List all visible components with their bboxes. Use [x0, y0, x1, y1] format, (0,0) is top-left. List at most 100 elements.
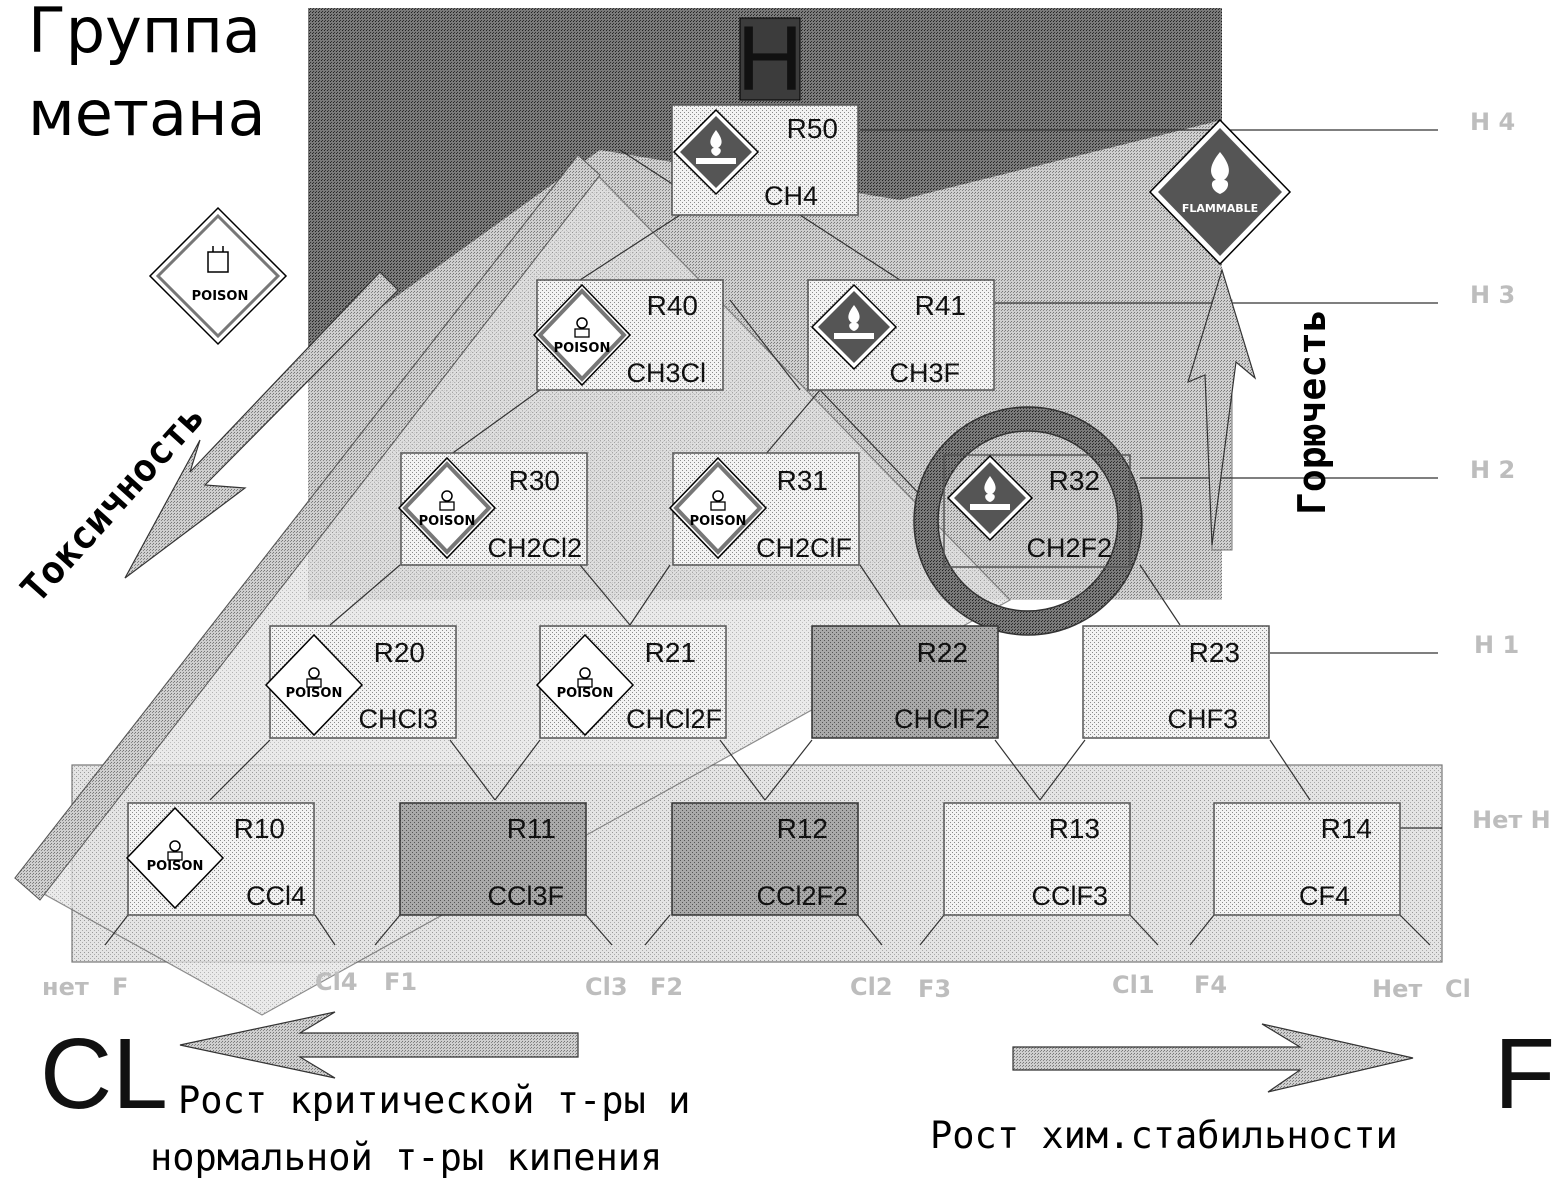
cl-count-label: нет — [42, 973, 89, 1001]
flammable-icon — [672, 108, 760, 196]
f-arrow — [1012, 1023, 1414, 1093]
f-count-label: Cl — [1445, 975, 1471, 1003]
refrigerant-box-r31: R31 CH2ClF POISON — [668, 452, 860, 566]
poison-icon: POISON — [125, 806, 225, 910]
formula-label: CH4 — [764, 181, 818, 211]
code-label: R12 — [777, 813, 828, 844]
refrigerant-box-r20: R20 CHCl3 POISON — [264, 625, 457, 739]
f-count-label: F2 — [650, 973, 683, 1001]
poison-icon: POISON — [264, 633, 364, 737]
formula-label: CH3F — [889, 358, 960, 388]
cl-caption-line-1: Рост критической т-ры и — [178, 1079, 690, 1122]
refrigerant-box-r41: R41 CH3F — [807, 279, 995, 391]
title-line-1: Группа — [28, 0, 261, 67]
formula-label: CHCl2F — [626, 704, 722, 734]
flame-icon — [1211, 152, 1229, 194]
poison-text: POISON — [419, 514, 476, 529]
cl-count-label: Cl2 — [850, 973, 893, 1001]
formula-label: CHF3 — [1167, 704, 1238, 734]
poison-text: POISON — [690, 514, 747, 529]
f-count-label: F1 — [384, 968, 417, 996]
f-caption: Рост хим.стабильности — [930, 1114, 1398, 1157]
formula-label: CF4 — [1299, 881, 1350, 911]
formula-label: CH2F2 — [1026, 533, 1112, 563]
code-label: R41 — [915, 290, 966, 321]
h-level-label: Нет H — [1472, 806, 1551, 834]
connectors — [104, 129, 1442, 946]
cl-letter: CL — [40, 1018, 168, 1130]
flammability-arrow — [1187, 267, 1257, 546]
h-level-label: H 3 — [1470, 281, 1515, 309]
poison-sign: POISON — [148, 206, 288, 346]
refrigerant-box-r23: R23 CHF3 — [1082, 625, 1270, 739]
code-label: R13 — [1049, 813, 1100, 844]
code-label: R31 — [777, 465, 828, 496]
poison-text: POISON — [147, 859, 204, 874]
poison-icon: POISON — [532, 283, 632, 387]
poison-text: POISON — [557, 686, 614, 701]
poison-icon: POISON — [397, 456, 497, 560]
formula-label: CHClF2 — [894, 704, 990, 734]
h-level-label: H 1 — [1474, 631, 1519, 659]
code-label: R11 — [507, 813, 556, 844]
refrigerant-box-r11: R11 CCl3F — [399, 802, 587, 916]
flammability-label: Горючесть — [1290, 309, 1334, 515]
formula-label: CHCl3 — [358, 704, 438, 734]
f-count-label: F — [112, 973, 128, 1001]
cl-count-label: Cl1 — [1112, 971, 1155, 999]
refrigerant-box-r30: R30 CH2Cl2 POISON — [397, 452, 588, 566]
code-label: R21 — [645, 637, 696, 668]
r32-ring-inner — [937, 430, 1119, 612]
flammable-icon — [810, 283, 898, 371]
refrigerant-box-r40: R40 CH3Cl POISON — [532, 279, 724, 391]
cl-count-label: Cl4 — [315, 968, 358, 996]
formula-label: CCl4 — [246, 881, 306, 911]
code-label: R30 — [509, 465, 560, 496]
code-label: R10 — [234, 813, 285, 844]
refrigerant-box-r32: R32 CH2F2 — [943, 454, 1131, 568]
poison-text: POISON — [192, 289, 249, 304]
code-label: R14 — [1321, 813, 1372, 844]
cl-count-label: Cl3 — [585, 973, 628, 1001]
f-count-label: F3 — [918, 975, 951, 1003]
formula-label: CH2ClF — [756, 533, 852, 563]
refrigerant-box-r50: R50 CH4 — [671, 104, 859, 216]
r32-ring-outer — [913, 406, 1143, 636]
h-letter-block: H — [737, 8, 803, 110]
f-count-label: F4 — [1194, 971, 1227, 999]
cl-count-label: Нет — [1372, 975, 1422, 1003]
code-label: R32 — [1049, 465, 1100, 496]
formula-label: CH2Cl2 — [487, 533, 582, 563]
refrigerant-box-r14: R14 CF4 — [1213, 802, 1401, 916]
refrigerant-box-r22: R22 CHClF2 — [811, 625, 999, 739]
poison-text: POISON — [554, 341, 611, 356]
flammable-text: FLAMMABLE — [1182, 202, 1258, 215]
formula-label: CCl2F2 — [756, 881, 848, 911]
title-line-2: метана — [28, 77, 266, 150]
formula-label: CClF3 — [1031, 881, 1108, 911]
f-letter: F — [1494, 1018, 1555, 1130]
h-level-label: H 4 — [1470, 108, 1515, 136]
h-level-label: H 2 — [1470, 456, 1515, 484]
poison-text: POISON — [286, 686, 343, 701]
code-label: R23 — [1189, 637, 1240, 668]
poison-icon: POISON — [668, 456, 768, 560]
bottom-axis-labels: нет F Cl4 F1 Cl3 F2 Cl2 F3 Cl1 F4 Нет Cl — [42, 968, 1471, 1003]
code-label: R20 — [374, 637, 425, 668]
poison-icon: POISON — [535, 633, 635, 737]
code-label: R50 — [787, 113, 838, 144]
formula-label: CH3Cl — [626, 358, 706, 388]
refrigerant-box-r21: R21 CHCl2F POISON — [535, 625, 727, 739]
refrigerant-box-r10: R10 CCl4 POISON — [125, 802, 315, 916]
refrigerant-box-r13: R13 CClF3 — [943, 802, 1131, 916]
h-letter: H — [737, 8, 803, 110]
flammable-sign: FLAMMABLE — [1148, 118, 1292, 266]
toxicity-arrow — [124, 271, 399, 579]
skull-icon — [207, 246, 229, 273]
cl-caption-line-2: нормальной т-ры кипения — [150, 1136, 662, 1179]
code-label: R40 — [647, 290, 698, 321]
flammable-icon — [946, 454, 1034, 542]
formula-label: CCl3F — [487, 881, 564, 911]
code-label: R22 — [917, 637, 968, 668]
